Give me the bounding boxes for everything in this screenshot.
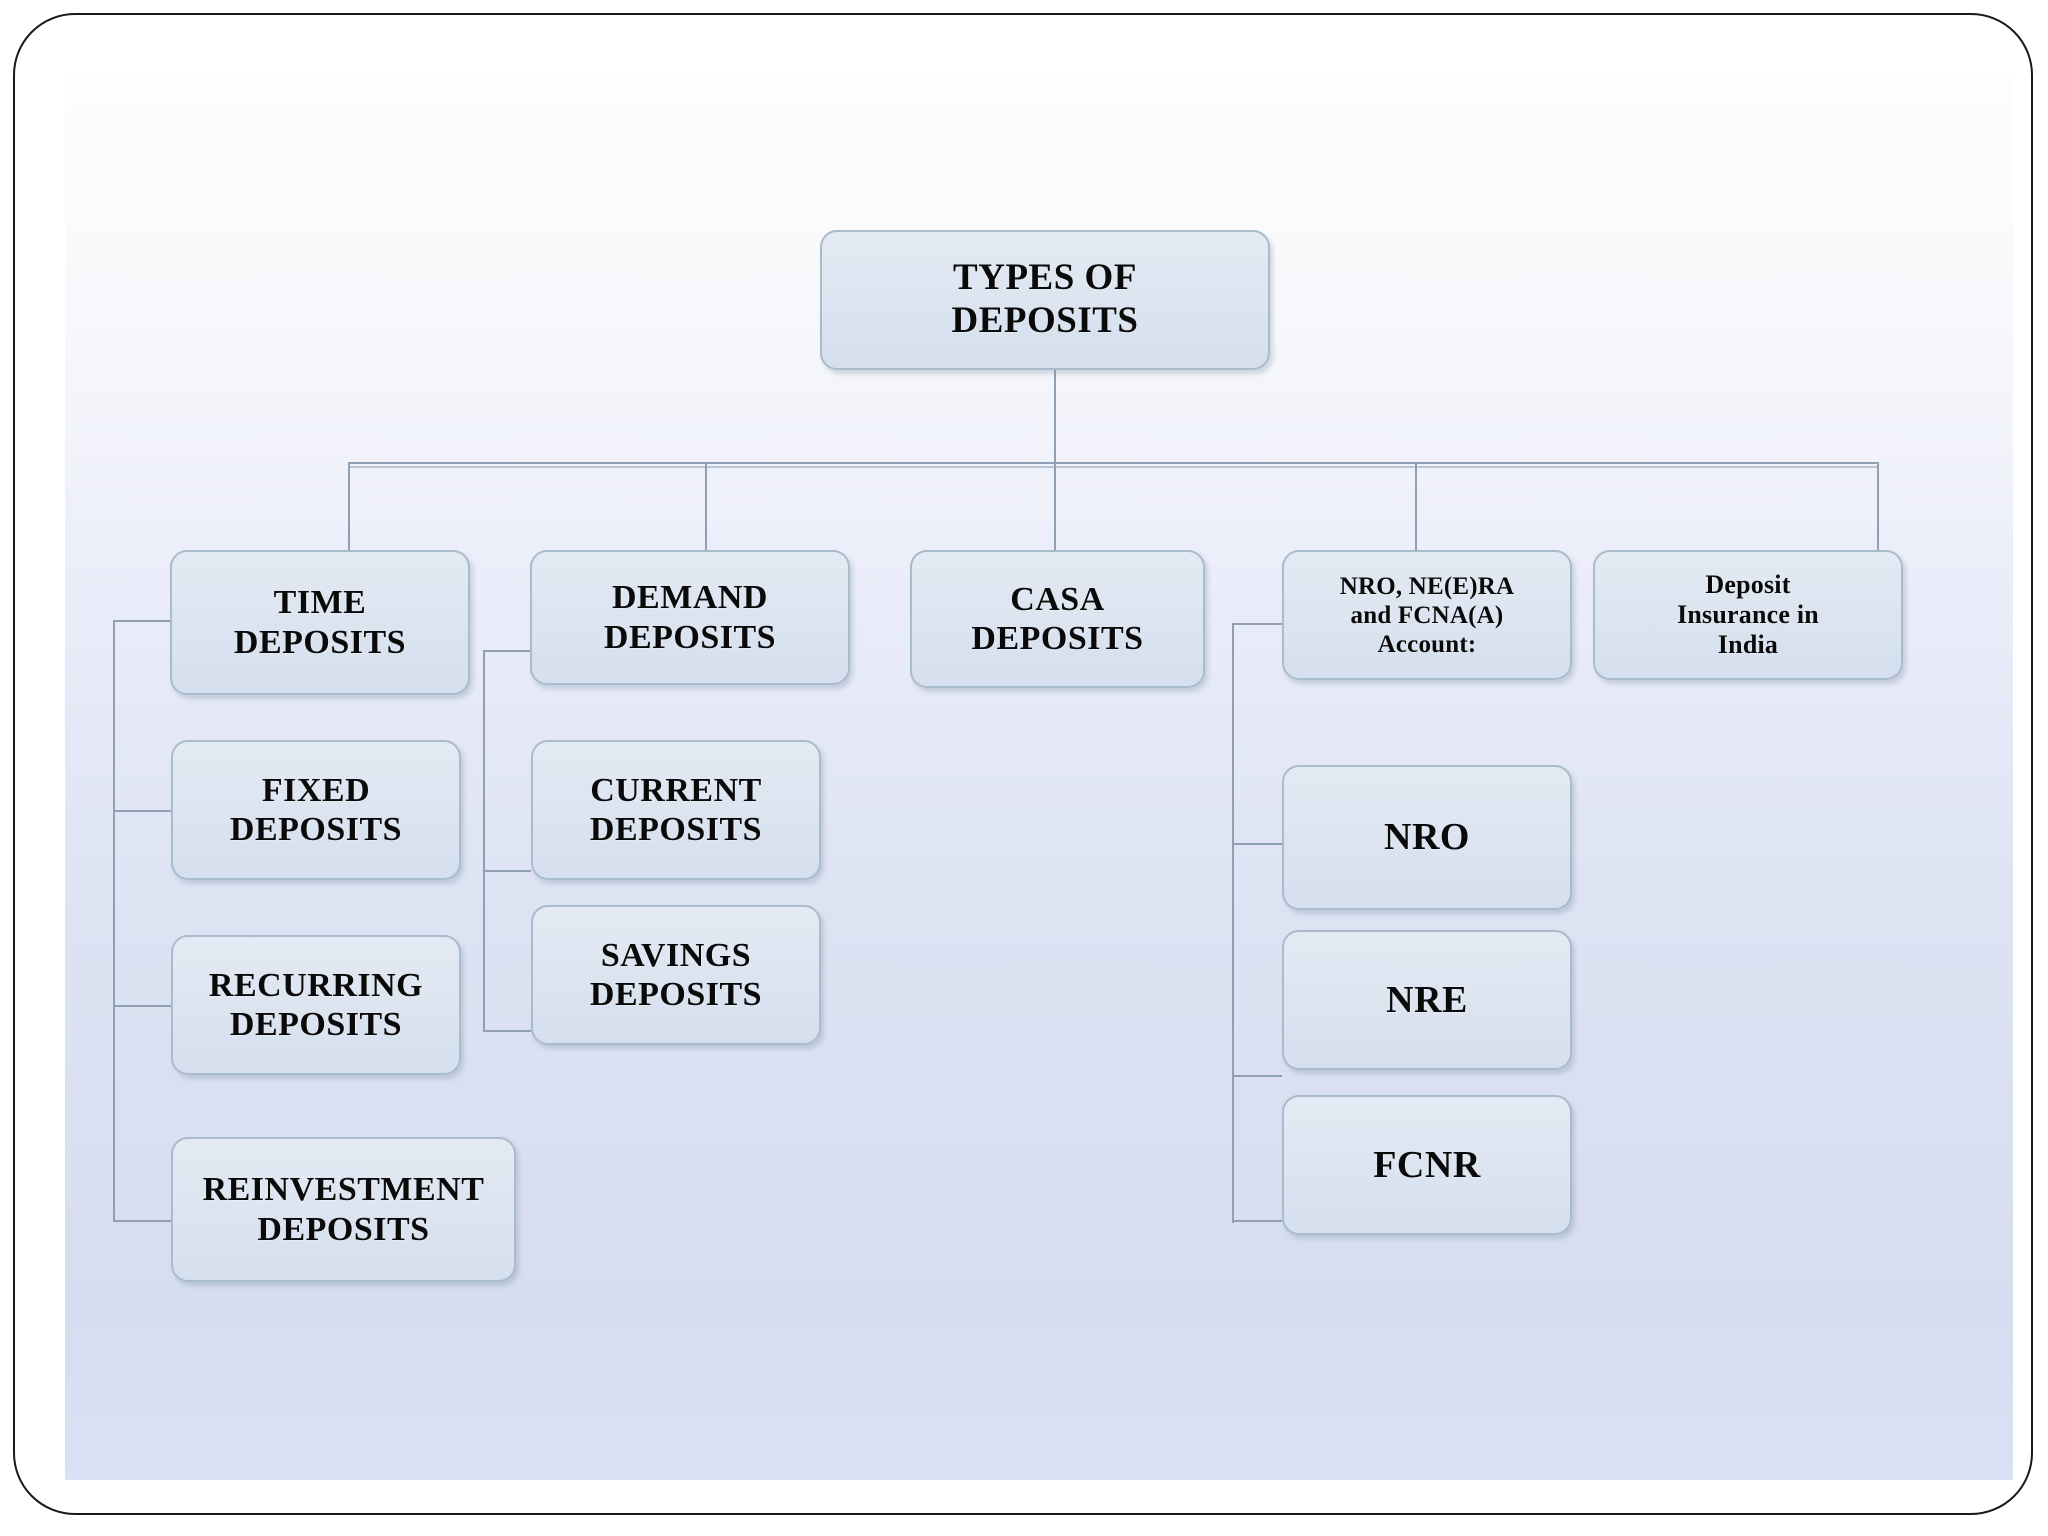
node-demand-deposits[interactable]: DEMAND DEPOSITS: [530, 550, 850, 685]
node-fixed-deposits-label: FIXED DEPOSITS: [229, 771, 403, 848]
connector-stub-savings: [483, 1030, 531, 1032]
node-time-deposits[interactable]: TIME DEPOSITS: [170, 550, 470, 695]
node-casa-deposits-label: CASA DEPOSITS: [971, 580, 1144, 657]
connector-rail-demand-branch: [483, 650, 485, 1030]
node-reinvestment-deposits-label: REINVESTMENT DEPOSITS: [202, 1171, 485, 1248]
connector-rail-nro-branch: [1232, 623, 1234, 1223]
connector-stub-time: [113, 620, 171, 622]
connector-drop-nro-group: [1415, 462, 1417, 550]
node-casa-deposits[interactable]: CASA DEPOSITS: [910, 550, 1205, 688]
node-fcnr[interactable]: FCNR: [1282, 1095, 1572, 1235]
connector-stub-nre: [1232, 1075, 1282, 1077]
connector-stub-nro: [1232, 843, 1282, 845]
node-recurring-deposits-label: RECURRING DEPOSITS: [208, 966, 424, 1043]
node-fixed-deposits[interactable]: FIXED DEPOSITS: [171, 740, 461, 880]
connector-drop-time: [348, 462, 350, 550]
node-reinvestment-deposits[interactable]: REINVESTMENT DEPOSITS: [171, 1137, 516, 1282]
connector-stub-current: [483, 870, 531, 872]
connector-root-stem: [1054, 370, 1056, 463]
connector-drop-casa: [1054, 462, 1056, 550]
connector-main-bus-highlight: [348, 466, 1878, 468]
connector-stub-nro-group: [1232, 623, 1282, 625]
node-nre-label: NRE: [1386, 978, 1468, 1021]
connector-drop-deposit-insurance: [1877, 462, 1879, 550]
connector-drop-demand: [705, 462, 707, 550]
node-savings-deposits-label: SAVINGS DEPOSITS: [589, 936, 763, 1013]
node-current-deposits[interactable]: CURRENT DEPOSITS: [531, 740, 821, 880]
node-current-deposits-label: CURRENT DEPOSITS: [589, 771, 763, 848]
node-deposit-insurance[interactable]: Deposit Insurance in India: [1593, 550, 1903, 680]
connector-stub-demand: [483, 650, 531, 652]
connector-main-bus: [348, 462, 1878, 464]
slide-frame: TYPES OF DEPOSITS TIME DEPOSITS DEMAND D…: [13, 13, 2033, 1515]
connector-rail-time-branch: [113, 620, 115, 1220]
connector-stub-reinvestment: [113, 1220, 171, 1222]
node-nre[interactable]: NRE: [1282, 930, 1572, 1070]
connector-stub-fixed: [113, 810, 171, 812]
node-recurring-deposits[interactable]: RECURRING DEPOSITS: [171, 935, 461, 1075]
node-demand-deposits-label: DEMAND DEPOSITS: [603, 579, 777, 656]
node-fcnr-label: FCNR: [1373, 1143, 1481, 1186]
node-deposit-insurance-label: Deposit Insurance in India: [1677, 569, 1819, 660]
types-of-deposits-tree-diagram: TYPES OF DEPOSITS TIME DEPOSITS DEMAND D…: [65, 75, 2013, 1480]
connector-stub-recurring: [113, 1005, 171, 1007]
node-nro-group-label: NRO, NE(E)RA and FCNA(A) Account:: [1339, 572, 1515, 658]
connector-stub-fcnr: [1232, 1220, 1282, 1222]
node-savings-deposits[interactable]: SAVINGS DEPOSITS: [531, 905, 821, 1045]
slide-content-panel: TYPES OF DEPOSITS TIME DEPOSITS DEMAND D…: [65, 75, 2013, 1480]
node-types-of-deposits[interactable]: TYPES OF DEPOSITS: [820, 230, 1270, 370]
node-types-of-deposits-label: TYPES OF DEPOSITS: [951, 257, 1139, 341]
node-nro[interactable]: NRO: [1282, 765, 1572, 910]
node-nro-group[interactable]: NRO, NE(E)RA and FCNA(A) Account:: [1282, 550, 1572, 680]
node-nro-label: NRO: [1384, 816, 1470, 859]
node-time-deposits-label: TIME DEPOSITS: [233, 584, 407, 661]
